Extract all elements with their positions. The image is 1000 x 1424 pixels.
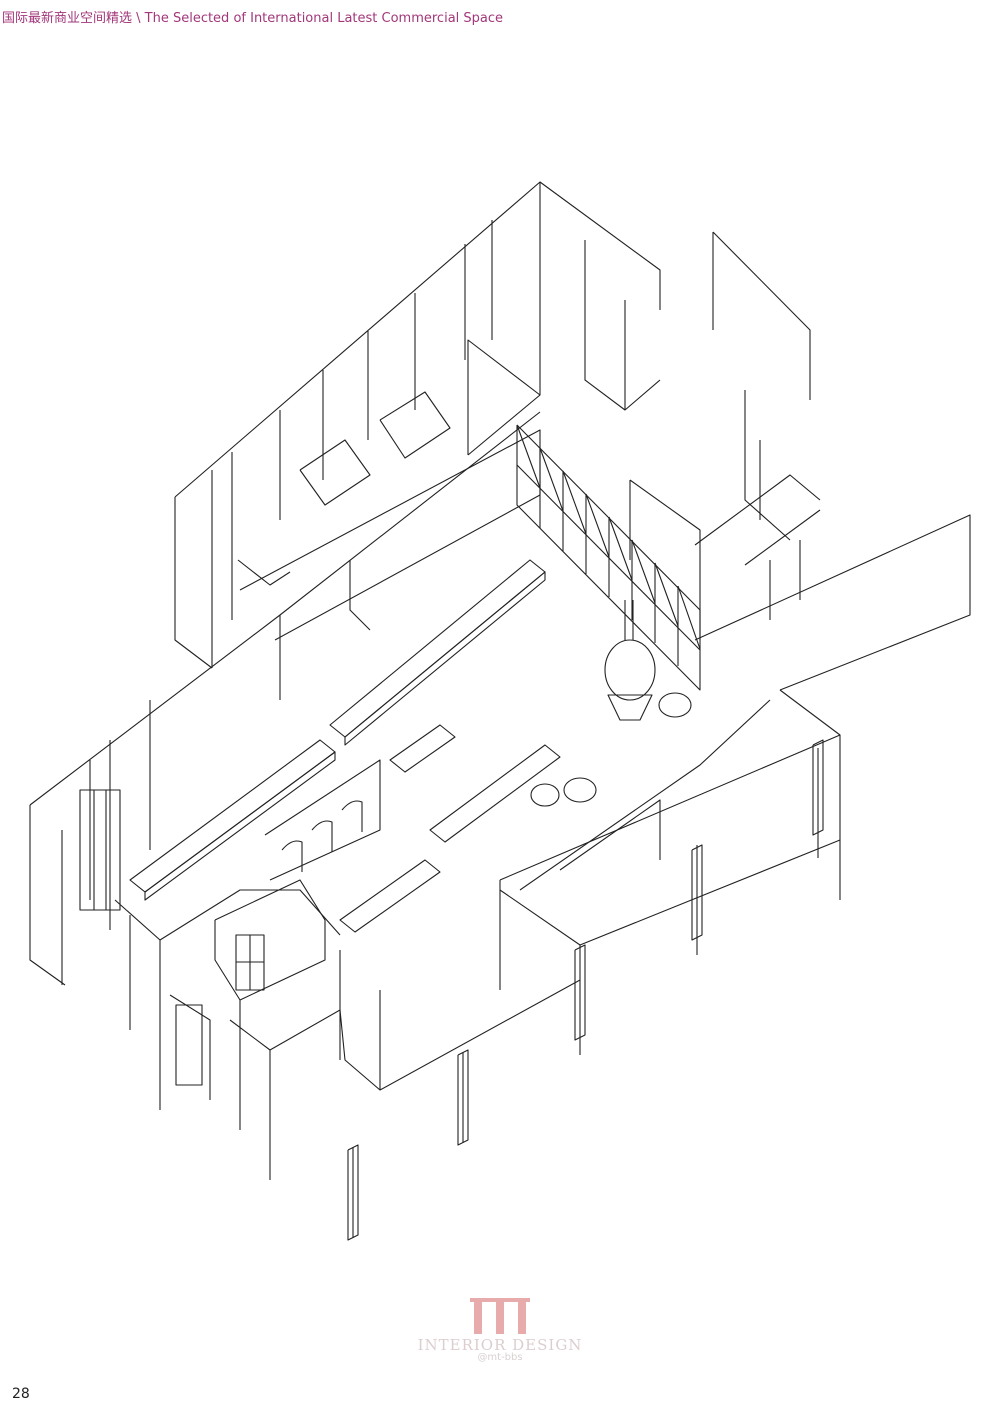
page-header-title: 国际最新商业空间精选 \ The Selected of Internation…	[2, 11, 504, 26]
watermark-brand: INTERIOR DESIGN	[417, 1336, 583, 1354]
watermark-sub: @mt-bbs	[477, 1352, 523, 1363]
entry-bay	[114, 879, 581, 1180]
page-number: 28	[12, 1386, 30, 1402]
center-arch-partition	[264, 759, 381, 881]
rear-rooms	[174, 181, 541, 669]
stove	[530, 600, 692, 807]
service-rooms	[539, 181, 821, 640]
glass-lattice-wall	[516, 424, 701, 691]
outer-right-wall	[499, 514, 971, 1055]
steel-i-beams	[347, 739, 824, 1241]
interior-design-watermark: INTERIOR DESIGN @mt-bbs	[400, 1292, 600, 1363]
main-hall-walls	[29, 411, 541, 986]
bench-rows	[129, 559, 561, 933]
interior-design-logo-icon	[470, 1298, 530, 1334]
